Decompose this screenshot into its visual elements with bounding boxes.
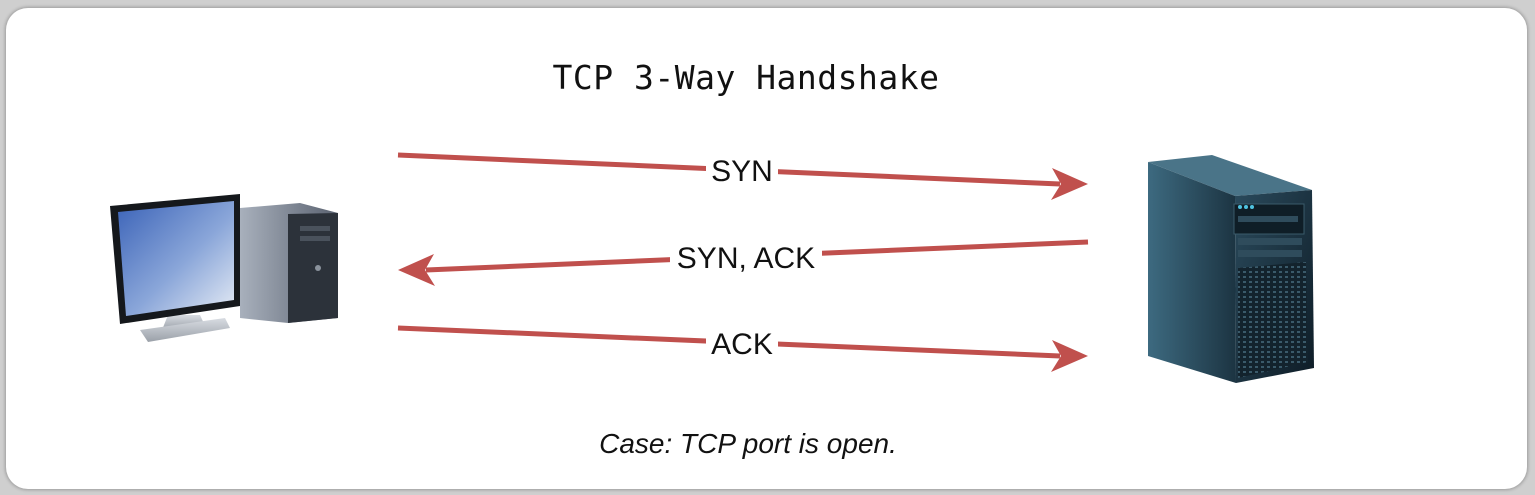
message-syn: SYN — [397, 150, 1088, 200]
message-label-syn: SYN — [711, 155, 773, 188]
tower-server-icon — [1148, 155, 1314, 383]
message-ack: ACK — [397, 324, 1088, 372]
message-syn-ack: SYN, ACK — [398, 238, 1089, 286]
desktop-computer-icon — [110, 194, 338, 342]
message-label-ack: ACK — [711, 328, 773, 361]
diagram-caption: Case: TCP port is open. — [599, 428, 897, 459]
diagram-title: TCP 3-Way Handshake — [552, 58, 940, 97]
message-label-syn-ack: SYN, ACK — [677, 242, 815, 275]
